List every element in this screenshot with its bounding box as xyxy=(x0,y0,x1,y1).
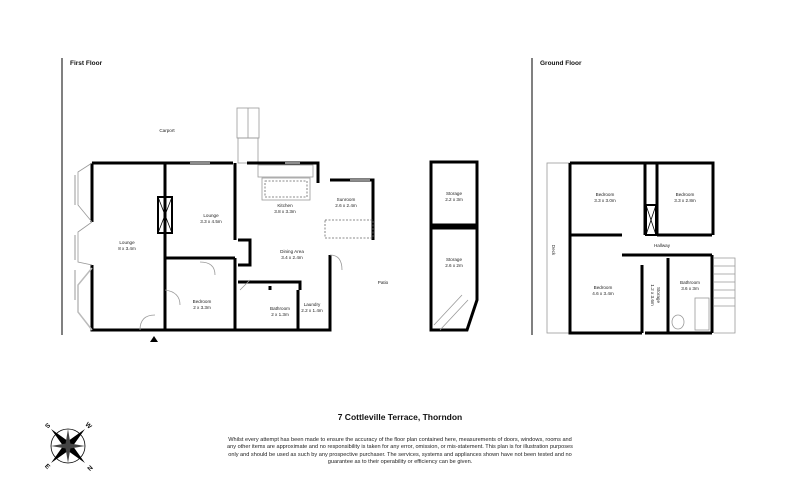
svg-text:Storage: Storage xyxy=(446,257,463,262)
svg-text:3.8 x 3.3m: 3.8 x 3.3m xyxy=(274,209,296,214)
svg-text:Storage: Storage xyxy=(446,191,463,196)
svg-text:Lounge: Lounge xyxy=(119,240,135,245)
carport-label: Carport xyxy=(159,128,175,133)
deck-label: Deck xyxy=(551,245,556,256)
svg-text:Hallway: Hallway xyxy=(654,243,671,248)
svg-text:Dining Area: Dining Area xyxy=(280,249,304,254)
svg-text:2 x 1.3m: 2 x 1.3m xyxy=(271,312,289,317)
svg-text:Bedroom: Bedroom xyxy=(594,285,613,290)
svg-text:8 x 3.4m: 8 x 3.4m xyxy=(118,246,136,251)
svg-text:1.2 x 3.6m: 1.2 x 3.6m xyxy=(650,284,655,306)
svg-text:2.6 x 2.4m: 2.6 x 2.4m xyxy=(335,203,357,208)
svg-text:Bedroom: Bedroom xyxy=(193,299,212,304)
svg-text:3.4 x 2.4m: 3.4 x 2.4m xyxy=(281,255,303,260)
room-hallway: Hallway xyxy=(654,243,671,248)
svg-text:Kitchen: Kitchen xyxy=(277,203,293,208)
fireplace xyxy=(157,196,173,234)
svg-text:4.6 x 3.4m: 4.6 x 3.4m xyxy=(592,291,614,296)
svg-text:Bedroom: Bedroom xyxy=(596,192,615,197)
svg-text:Storage: Storage xyxy=(656,287,661,304)
patio-label: Patio xyxy=(378,280,389,285)
svg-text:3.6 x 3m: 3.6 x 3m xyxy=(681,286,699,291)
svg-text:N: N xyxy=(85,463,93,471)
svg-text:3.3 x 2.8m: 3.3 x 2.8m xyxy=(674,198,696,203)
property-address-title: 7 Cottleville Terrace, Thorndon xyxy=(337,412,463,422)
svg-text:Bathroom: Bathroom xyxy=(270,306,290,311)
svg-text:3.3 x 3.0m: 3.3 x 3.0m xyxy=(594,198,616,203)
svg-text:Lounge: Lounge xyxy=(203,213,219,218)
svg-text:Bathroom: Bathroom xyxy=(680,280,700,285)
svg-text:Sunroom: Sunroom xyxy=(337,197,356,202)
entrance-arrow-icon xyxy=(150,336,158,342)
svg-text:3.3 x 4.5m: 3.3 x 4.5m xyxy=(200,219,222,224)
svg-text:2 x 3.3m: 2 x 3.3m xyxy=(193,305,211,310)
svg-text:E: E xyxy=(43,463,51,471)
svg-text:2.6 x 2m: 2.6 x 2m xyxy=(445,263,463,268)
svg-text:Laundry: Laundry xyxy=(304,302,321,307)
disclaimer-text: Whilst every attempt has been made to en… xyxy=(227,437,573,466)
svg-text:Bedroom: Bedroom xyxy=(676,192,695,197)
svg-text:2.2 x 3m: 2.2 x 3m xyxy=(445,197,463,202)
svg-text:S: S xyxy=(43,421,51,429)
ground-floor-label: Ground Floor xyxy=(540,60,582,67)
svg-text:2.2 x 1.4m: 2.2 x 1.4m xyxy=(301,308,323,313)
first-floor-label: First Floor xyxy=(70,60,103,67)
svg-text:W: W xyxy=(84,421,94,431)
compass-rose-icon: S N W E xyxy=(43,421,94,472)
